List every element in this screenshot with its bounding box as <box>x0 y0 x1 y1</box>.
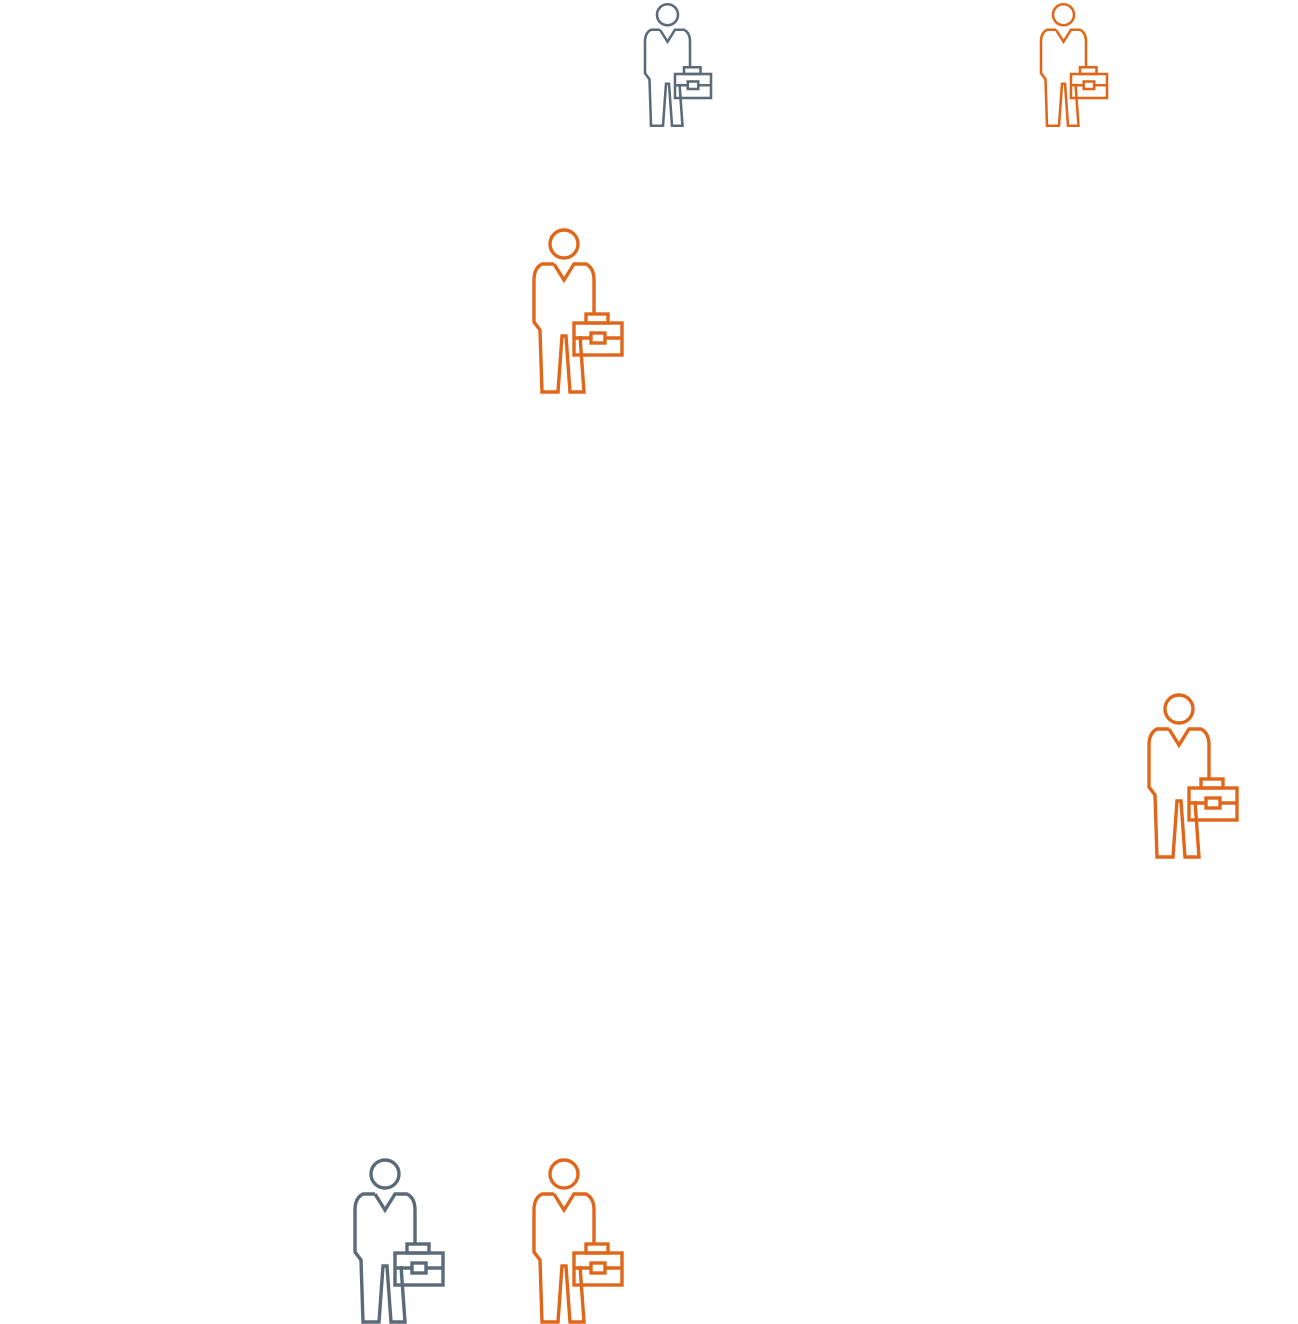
businessperson-with-briefcase-icon <box>1038 2 1110 128</box>
businessperson-with-briefcase-icon <box>351 1158 447 1324</box>
businessperson-with-briefcase-icon <box>530 1158 626 1324</box>
businessperson-with-briefcase-icon <box>1145 693 1241 859</box>
businessperson-with-briefcase-icon <box>530 228 626 394</box>
businessperson-with-briefcase-icon <box>642 2 714 128</box>
